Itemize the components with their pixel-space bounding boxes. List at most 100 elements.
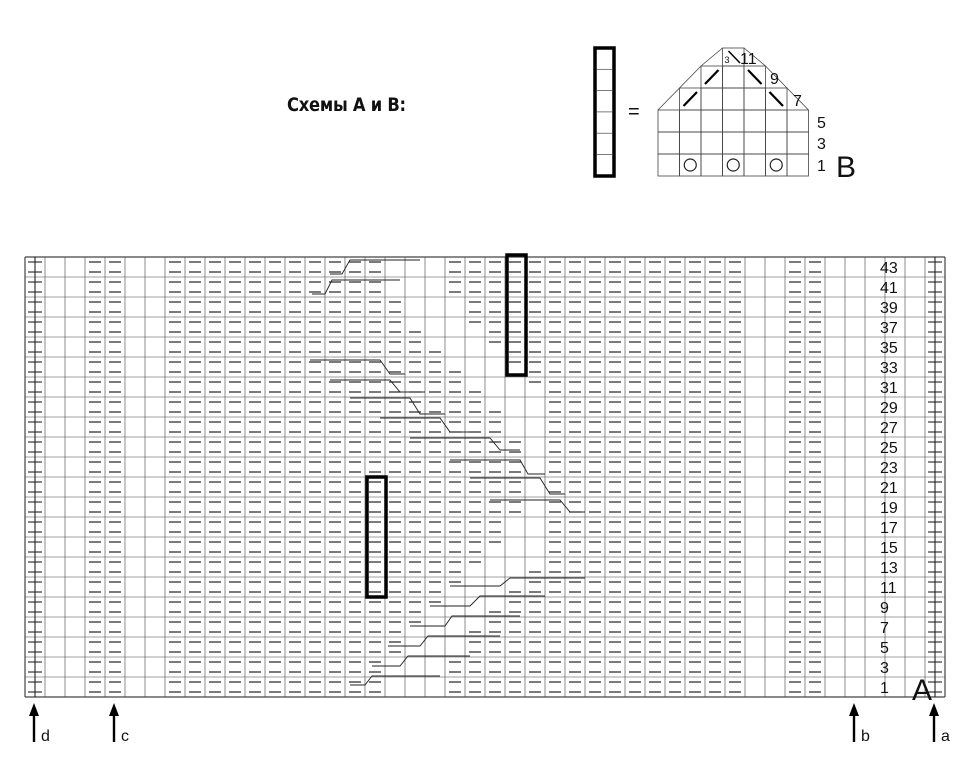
- chart-b-cell: [700, 109, 723, 133]
- chart-b-cell: [657, 109, 680, 133]
- chart-b-cell: [679, 131, 702, 155]
- left-decrease-symbol: [704, 69, 720, 85]
- chart-b-cell: [743, 131, 766, 155]
- chart-a-purl-symbols: [89, 261, 821, 693]
- chart-b-cell: [657, 153, 680, 177]
- cable-line: [490, 499, 585, 513]
- chart-b-row-number: 5: [817, 115, 826, 132]
- row-number: 27: [880, 420, 898, 437]
- diagram-title: Схемы А и В:: [287, 94, 406, 116]
- chart-b-cell: [765, 131, 788, 155]
- cable-line: [350, 397, 445, 415]
- row-number: 35: [880, 340, 898, 357]
- chart-b-cell: [743, 87, 766, 111]
- row-number: 17: [880, 520, 898, 537]
- chart-b-row-number: 11: [740, 51, 757, 68]
- double-decrease-marker: 3: [725, 55, 730, 65]
- arrow-head: [849, 703, 859, 716]
- row-number: 9: [880, 600, 889, 617]
- repeat-box-b-upper: [505, 253, 528, 377]
- chart-b-cell: [679, 153, 702, 177]
- chart-b-cell: [722, 47, 745, 67]
- cable-line: [312, 279, 400, 295]
- row-number: 21: [880, 480, 898, 497]
- row-number: 39: [880, 300, 898, 317]
- chart-a-cable-lines: [310, 259, 585, 686]
- chart-b-edge: [657, 47, 723, 111]
- cable-line: [350, 675, 440, 686]
- cable-line: [330, 259, 420, 275]
- cable-line: [410, 437, 520, 451]
- chart-b-row-number: 1: [817, 158, 826, 175]
- chart-b-cell: [700, 131, 723, 155]
- chart-b-cell: [743, 153, 766, 177]
- cable-line: [310, 359, 405, 375]
- row-number: 23: [880, 460, 898, 477]
- cable-line: [450, 577, 585, 587]
- chart-a-edge-stitches: [28, 257, 942, 697]
- yarn-over-symbol: [769, 158, 783, 172]
- chart-b-cell: [786, 109, 809, 133]
- chart-a-label: A: [912, 674, 932, 707]
- chart-b-edge: [743, 47, 809, 111]
- cable-line: [410, 615, 520, 627]
- arrow-label: a: [941, 728, 950, 745]
- row-number: 31: [880, 380, 898, 397]
- row-number: 7: [880, 620, 889, 637]
- equals-sign: =: [628, 101, 640, 123]
- arrow-label: c: [121, 728, 129, 745]
- cable-line: [430, 595, 545, 607]
- row-number: 29: [880, 400, 898, 417]
- chart-b-cell: [722, 131, 745, 155]
- chart-b-cell: [722, 109, 745, 133]
- chart-b-cell: [700, 87, 723, 111]
- row-number: 3: [880, 660, 889, 677]
- chart-b-cell: [722, 65, 745, 89]
- repeat-symbol: [593, 46, 616, 178]
- chart-b-row-number: 9: [770, 71, 779, 88]
- chart-b-cell: [722, 87, 745, 111]
- chart-b-cell: [743, 109, 766, 133]
- chart-b-cell: [765, 87, 788, 111]
- arrow-label: d: [41, 728, 50, 745]
- right-decrease-symbol: [768, 91, 784, 107]
- row-number: 43: [880, 260, 898, 277]
- row-number: 1: [880, 680, 889, 697]
- chart-b-cell: [700, 153, 723, 177]
- yarn-over-symbol: [726, 158, 740, 172]
- cable-line: [450, 459, 545, 475]
- row-number: 33: [880, 360, 898, 377]
- chart-b-row-number: 3: [817, 136, 826, 153]
- cable-line: [470, 477, 565, 495]
- chart-b-cell: [765, 153, 788, 177]
- row-number: 37: [880, 320, 898, 337]
- arrow-label: b: [861, 728, 870, 745]
- right-decrease-symbol: [747, 69, 763, 85]
- row-number: 11: [880, 580, 897, 597]
- chart-b-cell: [743, 65, 766, 89]
- row-number: 5: [880, 640, 889, 657]
- cable-line: [380, 417, 480, 433]
- chart-b-row-number: 7: [793, 93, 802, 110]
- chart-b-cell: [786, 131, 809, 155]
- row-number: 25: [880, 440, 898, 457]
- arrow-head: [29, 703, 39, 716]
- chart-b-cell: [765, 109, 788, 133]
- chart-b-cell: [657, 131, 680, 155]
- chart-b-label: B: [836, 151, 856, 184]
- yarn-over-symbol: [683, 158, 697, 172]
- cable-line: [372, 655, 470, 667]
- row-number: 19: [880, 500, 898, 517]
- chart-b-grid: [657, 47, 809, 177]
- arrow-head: [929, 703, 939, 716]
- row-number: 13: [880, 560, 898, 577]
- chart-b-cell: [722, 153, 745, 177]
- chart-a-grid: [24, 256, 946, 698]
- repeat-box-b-lower: [365, 475, 388, 599]
- chart-b-cell: [679, 109, 702, 133]
